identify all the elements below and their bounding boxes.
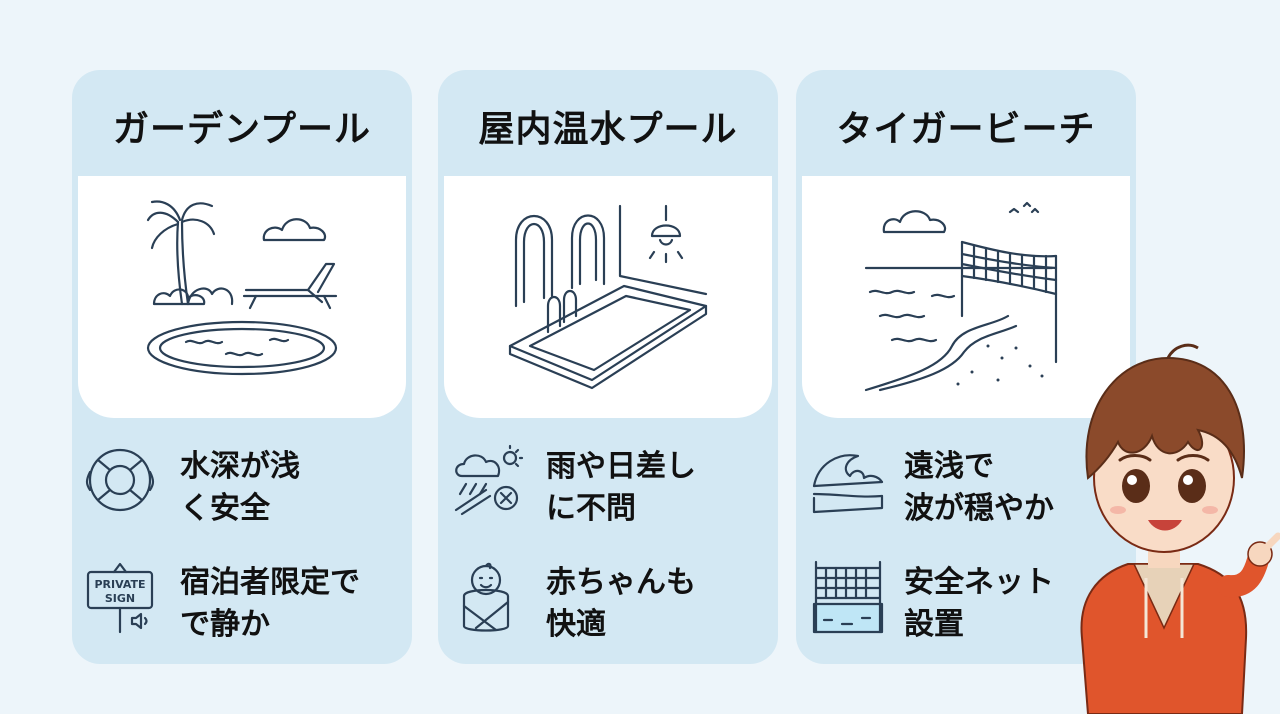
feature-line-1: 安全ネット	[904, 565, 1054, 600]
feature-line-2: 設置	[904, 607, 964, 642]
feature-private-quiet: PRIVATE SIGN 宿泊者限定で で静か	[84, 558, 414, 648]
baby-icon	[462, 562, 510, 632]
card-title: 屋内温水プール	[478, 109, 738, 150]
feature-line-1: 遠浅で	[904, 449, 994, 484]
card-title: ガーデンプール	[113, 109, 371, 150]
feature-line-2: く安全	[180, 491, 270, 526]
feature-line-2: 快適	[546, 607, 606, 642]
beach-net-illustration	[802, 176, 1130, 418]
feature-weather-ok: 雨や日差し に不問	[450, 442, 780, 532]
card-title: タイガービーチ	[836, 109, 1096, 150]
feature-line-1: 宿泊者限定で	[180, 565, 360, 600]
life-ring-icon	[85, 448, 155, 512]
feature-shallow-safe: 水深が浅 く安全	[84, 442, 414, 532]
feature-line-2: で静か	[180, 607, 270, 642]
feature-line-1: 雨や日差し	[546, 449, 696, 484]
sign-text-line-1: PRIVATE	[94, 578, 145, 591]
private-sign-icon: PRIVATE SIGN	[86, 562, 154, 634]
wave-icon	[812, 454, 884, 514]
feature-line-1: 水深が浅	[180, 449, 300, 484]
card-tiger-beach: タイガービーチ	[796, 70, 1136, 664]
feature-line-2: 波が穏やか	[904, 491, 1054, 526]
card-indoor-pool: 屋内温水プール	[438, 70, 778, 664]
indoor-pool-illustration	[444, 176, 772, 418]
weather-cross-icon	[454, 444, 524, 516]
feature-baby-comfort: 赤ちゃんも 快適	[450, 558, 780, 648]
feature-calm-waves: 遠浅で 波が穏やか	[808, 442, 1138, 532]
garden-pool-illustration	[78, 176, 406, 418]
lounge-chair-icon	[242, 262, 338, 310]
feature-line-1: 赤ちゃんも	[546, 565, 696, 600]
volleyball-net-icon	[960, 240, 1058, 364]
cloud-icon	[262, 218, 327, 242]
card-garden-pool: ガーデンプール	[72, 70, 412, 664]
feature-line-2: に不問	[546, 491, 636, 526]
safety-net-icon	[812, 560, 884, 634]
ceiling-lamp-icon	[648, 204, 684, 264]
sign-text-line-2: SIGN	[105, 592, 135, 605]
feature-safety-net: 安全ネット 設置	[808, 558, 1138, 648]
mascot-character	[1080, 343, 1280, 714]
